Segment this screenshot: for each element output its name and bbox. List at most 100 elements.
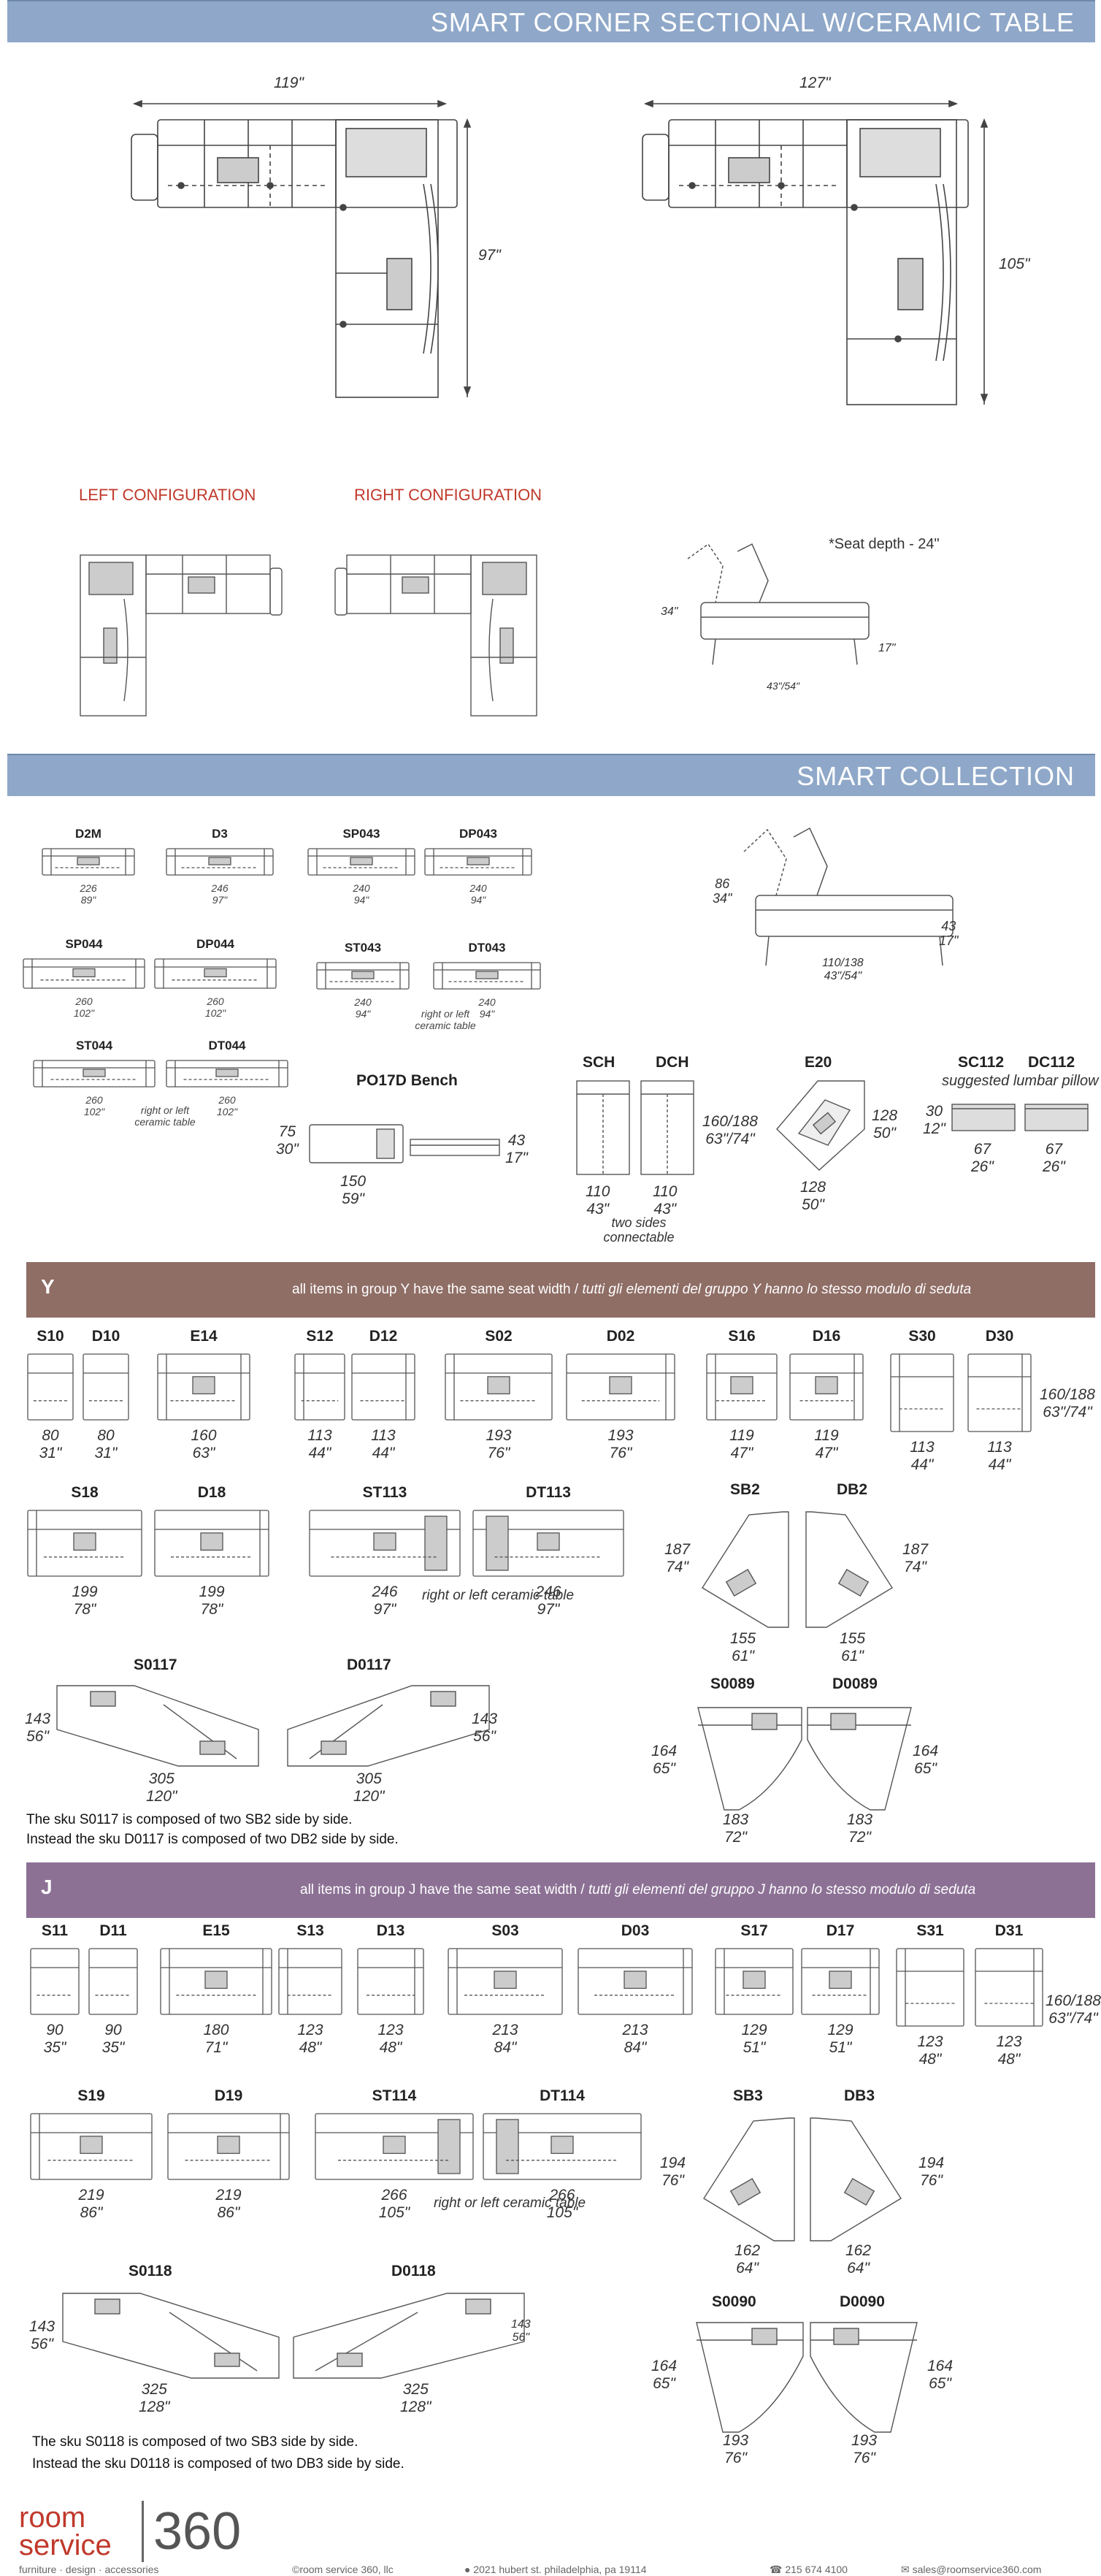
bench-r2: 17" <box>505 1150 528 1166</box>
coll-dim-cm: 246 <box>211 882 229 894</box>
gy-dim-cm: 113 <box>910 1439 935 1456</box>
gy-diagram-d10 <box>82 1353 130 1421</box>
gy-code-d10: D10 <box>91 1328 120 1345</box>
gj-code-s31: S31 <box>916 1922 944 1939</box>
sc112-label: SC112 <box>958 1054 1005 1071</box>
d0090-h2: 65" <box>929 2375 951 2392</box>
coll-dim-cm: 226 <box>80 882 97 894</box>
gy-diagram-s12 <box>294 1353 346 1421</box>
gy-diagram-d16 <box>789 1353 864 1421</box>
sb2-h2: 74" <box>666 1559 688 1575</box>
coll-dim-cm: 240 <box>478 996 496 1008</box>
gj-diagram-s13 <box>277 1947 343 2016</box>
db3-w1: 162 <box>845 2242 872 2259</box>
d0118-h2: 56" <box>512 2331 530 2344</box>
coll-code-st044: ST044 <box>75 1039 113 1052</box>
s0090-w2: 76" <box>724 2450 747 2466</box>
gy2-diagram-st113 <box>308 1509 461 1578</box>
gj-note2: Instead the sku D0118 is composed of two… <box>32 2456 404 2472</box>
coll-dim-in: 94" <box>355 1008 371 1020</box>
sc112-h2: 12" <box>923 1120 945 1137</box>
gy-dim-cm: 113 <box>987 1439 1012 1456</box>
coll-code-d3: D3 <box>212 827 228 841</box>
right-config-label: RIGHT CONFIGURATION <box>354 486 542 504</box>
gj-dim-in: 84" <box>494 2039 517 2056</box>
coll-depth1: 110/138 <box>822 957 864 969</box>
bench-h1: 75 <box>278 1123 296 1140</box>
gy-dim-in: 76" <box>609 1445 632 1461</box>
dc112-label: DC112 <box>1028 1054 1075 1071</box>
gj-diagram-s17 <box>714 1947 794 2016</box>
sch-d1: 160/188 <box>702 1113 758 1130</box>
gj-dim-cm: 129 <box>741 2022 767 2038</box>
gy-dim-in: 47" <box>815 1445 838 1461</box>
gj2-dim-in: 86" <box>217 2204 240 2221</box>
sb2-h1: 187 <box>664 1541 691 1558</box>
s0089-w2: 72" <box>724 1829 747 1846</box>
sectional-right-diagram <box>635 76 1044 412</box>
coll-diagram-st044 <box>32 1059 156 1088</box>
logo-word-room: room <box>19 2502 86 2534</box>
bench-label: PO17D Bench <box>356 1072 458 1089</box>
gy-code-s16: S16 <box>728 1328 756 1345</box>
coll-dim-in: 102" <box>204 1007 226 1019</box>
coll-seat2: 17" <box>939 933 959 948</box>
dc112-w2: 26" <box>1043 1158 1065 1175</box>
gy-code-d30: D30 <box>985 1328 1014 1345</box>
footer-email-text[interactable]: sales@roomservice360.com <box>912 2564 1042 2575</box>
coll-code-sp044: SP044 <box>65 937 103 951</box>
gy-dim-in: 44" <box>308 1445 331 1461</box>
gy2-dim-cm: 199 <box>199 1583 225 1600</box>
footer-address-text: 2021 hubert st. philadelphia, pa 19114 <box>473 2564 647 2575</box>
gy2-diagram-d18 <box>153 1509 270 1578</box>
s0089-d0089-diagram <box>695 1703 914 1813</box>
gy2-dim-in: 97" <box>537 1601 560 1618</box>
sb3-w2: 64" <box>736 2260 759 2277</box>
coll-dim-cm: 240 <box>354 996 372 1008</box>
right-depth-label: 105" <box>999 256 1030 272</box>
gj-diagram-s03 <box>447 1947 564 2016</box>
gy-depth1: 160/188 <box>1040 1386 1095 1403</box>
collection-banner: SMART COLLECTION <box>7 754 1095 796</box>
gj2-dim-cm: 219 <box>215 2187 242 2204</box>
group-y-letter: Y <box>41 1275 55 1298</box>
coll-code-st043: ST043 <box>344 941 382 955</box>
coll-diagram-d2m <box>41 847 136 876</box>
d0090-label: D0090 <box>840 2293 885 2310</box>
gy-table-note: right or left ceramic table <box>422 1588 575 1603</box>
coll-code-dt044: DT044 <box>208 1039 246 1052</box>
group-j-bar: J all items in group J have the same sea… <box>26 1862 1095 1918</box>
e20-a2: 50" <box>873 1125 896 1142</box>
gj-dim-in: 48" <box>379 2039 402 2056</box>
group-y-text-en: all items in group Y have the same seat … <box>292 1282 583 1297</box>
footer-phone-text[interactable]: 215 674 4100 <box>785 2564 848 2575</box>
gy2-dim-cm: 246 <box>535 1583 561 1600</box>
footer-logo[interactable]: room service 360 <box>19 2501 267 2567</box>
coll-dim-cm: 260 <box>75 995 93 1007</box>
gj2-dim-in: 86" <box>80 2204 103 2221</box>
coll-dim-cm: 260 <box>85 1094 103 1106</box>
gj-diagram-d31 <box>974 1947 1044 2027</box>
gy-dim-in: 31" <box>39 1445 62 1461</box>
side-back-height: 34" <box>661 605 678 618</box>
gj-diagram-d11 <box>88 1947 139 2016</box>
